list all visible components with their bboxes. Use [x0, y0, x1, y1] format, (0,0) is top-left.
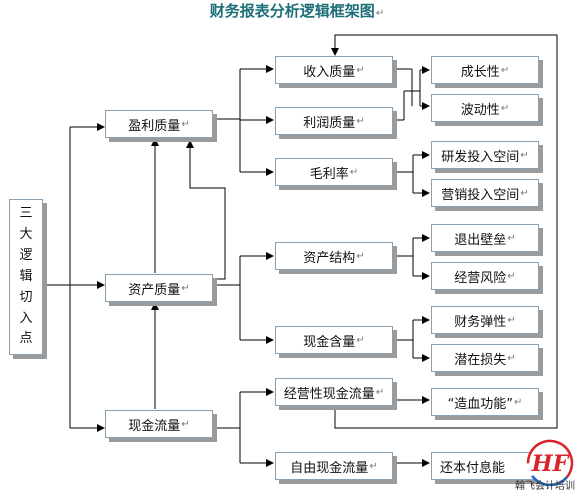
node-volatility: 波动性↵: [431, 94, 539, 122]
root-entry-points-box: 三 大 逻 辑 切 入 点: [9, 199, 43, 355]
root-char: 点: [19, 331, 33, 347]
root-char: 三: [19, 206, 33, 222]
logo-caption: 翰飞会计培训: [515, 481, 575, 492]
node-revenue-quality: 收入质量↵: [275, 56, 393, 84]
node-asset-quality: 资产质量↵: [105, 274, 213, 302]
svg-text:HF: HF: [531, 451, 570, 477]
node-rd-space: 研发投入空间↵: [431, 141, 539, 169]
root-char: 入: [19, 310, 33, 326]
node-cash-flow: 现金流量↵: [105, 410, 213, 438]
hf-logo-icon: HF: [526, 439, 574, 487]
root-char: 逻: [19, 248, 33, 264]
root-char: 大: [19, 227, 33, 243]
node-gross-margin: 毛利率↵: [275, 158, 393, 186]
node-financial-flexibility: 财务弹性↵: [431, 306, 539, 334]
node-asset-structure: 资产结构↵: [275, 242, 393, 270]
page-title: 财务报表分析逻辑框架图↵: [209, 2, 385, 20]
node-operating-cash-flow: 经营性现金流量↵: [275, 378, 393, 406]
node-debt-service: 还本付息能: [431, 452, 539, 480]
node-marketing-space: 营销投入空间↵: [431, 179, 539, 207]
node-blood-function: “造血功能”↵: [431, 388, 539, 416]
node-profit-quality-2: 利润质量↵: [275, 107, 393, 135]
root-char: 切: [19, 289, 33, 305]
node-operating-risk: 经营风险↵: [431, 262, 539, 290]
node-exit-barrier: 退出壁垒↵: [431, 224, 539, 252]
node-growth: 成长性↵: [431, 56, 539, 84]
node-profit-quality: 盈利质量↵: [105, 110, 213, 138]
node-free-cash-flow: 自由现金流量↵: [275, 452, 393, 480]
node-potential-loss: 潜在损失↵: [431, 344, 539, 372]
node-cash-content: 现金含量↵: [275, 326, 393, 354]
root-char: 辑: [19, 268, 33, 284]
